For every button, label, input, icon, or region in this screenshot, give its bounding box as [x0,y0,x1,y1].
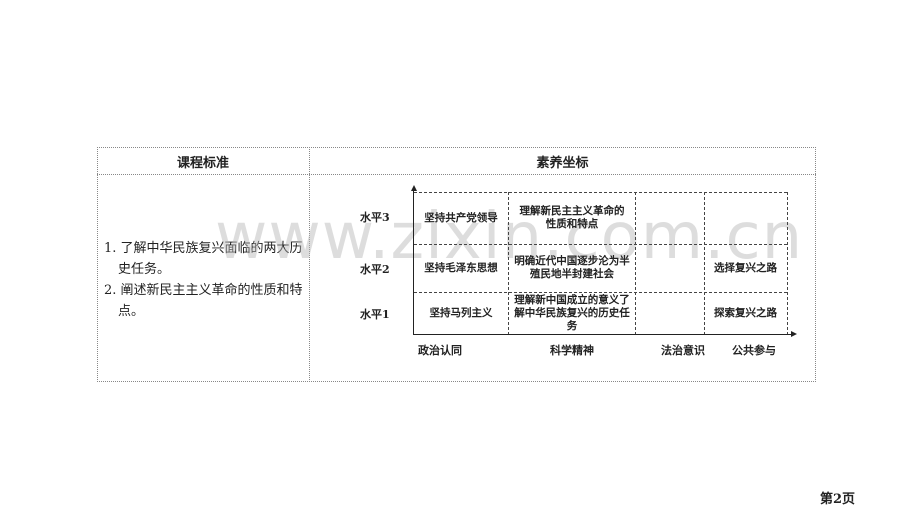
column-label-law: 法治意识 [661,344,705,357]
grid-line [704,192,705,335]
cell-l1-science: 理解新中国成立的意义了解中华民族复兴的历史任务 [514,294,630,332]
standard-item: 2. 阐述新民主主义革命的性质和特点。 [104,283,303,319]
cell-l2-participation: 选择复兴之路 [714,261,777,274]
grid-line [414,292,787,293]
cell-l3-political: 坚持共产党领导 [424,211,498,224]
y-axis-arrow-icon [411,185,417,191]
cell-l2-science: 明确近代中国逐步沦为半殖民地半封建社会 [514,255,630,280]
x-axis-arrow-icon [791,331,797,337]
cell-l1-participation: 探索复兴之路 [714,307,777,319]
cell-l1-political: 坚持马列主义 [429,307,493,319]
header-curriculum-standard: 课程标准 [176,156,229,171]
column-label-political: 政治认同 [418,344,462,357]
header-literacy-coordinates: 素养坐标 [536,156,589,171]
cell-l3-science: 理解新民主主义革命的性质和特点 [519,205,625,230]
y-axis [413,188,414,335]
cell-l2-political: 坚持毛泽东思想 [424,261,498,274]
grid-line [414,192,787,193]
column-label-science: 科学精神 [550,344,594,357]
column-label-participation: 公共参与 [732,344,776,357]
x-axis [413,334,793,335]
column-divider [309,147,310,382]
standard-item: 1. 了解中华民族复兴面临的两大历史任务。 [104,241,303,277]
level-1-label: 水平1 [360,308,390,321]
grid-line [635,192,636,335]
standards-table [97,147,816,382]
level-2-label: 水平2 [360,263,390,276]
standards-list: 1. 了解中华民族复兴面临的两大历史任务。 2. 阐述新民主主义革命的性质和特点… [104,238,308,322]
grid-line [787,192,788,335]
grid-line [508,192,509,335]
level-3-label: 水平3 [360,211,390,224]
page-number: 第2页 [820,492,856,507]
header-divider [97,174,816,175]
grid-line [414,244,787,245]
